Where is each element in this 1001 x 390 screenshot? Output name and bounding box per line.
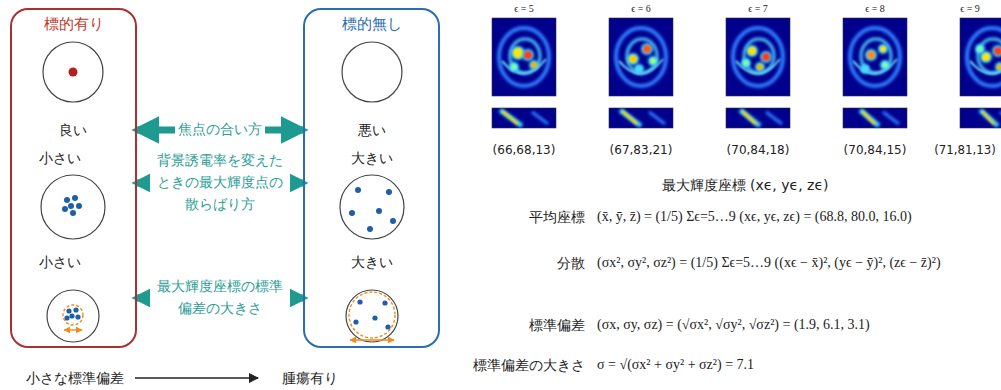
- coordinate-value: (70,84,15): [844, 143, 907, 157]
- heatmap: [609, 18, 673, 128]
- panel-title: ϵ = 5: [514, 3, 534, 15]
- panel-title: ϵ = 6: [631, 3, 651, 15]
- rating-text: 良い: [59, 122, 87, 139]
- box-heading: 標的無し: [305, 15, 438, 34]
- condition-text: 小さな標準偏差: [26, 370, 124, 387]
- formula: (σx, σy, σz) = (√σx², √σy², √σz²) = (1.9…: [597, 317, 870, 334]
- heatmap: [492, 18, 556, 128]
- coordinate-value: (70,84,18): [727, 143, 790, 157]
- formula-name: 平均座標: [529, 209, 585, 226]
- rating-text: 悪い: [358, 122, 386, 139]
- heatmap: [726, 18, 790, 128]
- edge-label: 焦点の合い方: [175, 119, 265, 141]
- edge-label: 最大輝度座標の標準 偏差の大きさ: [150, 276, 290, 319]
- panel-title: ϵ = 7: [748, 3, 768, 15]
- coordinate-value: (71,81,13): [934, 143, 996, 157]
- result-text: 腫瘍有り: [282, 370, 338, 387]
- formula: (x̄, ȳ, z̄) = (1/5) Σϵ=5…9 (xϵ, yϵ, zϵ) …: [597, 209, 912, 226]
- heatmap: [960, 18, 1001, 128]
- formula: (σx², σy², σz²) = (1/5) Σϵ=5…9 ((xϵ − x̄…: [597, 255, 941, 272]
- formula-name: 分散: [557, 255, 585, 272]
- heatmap: [843, 18, 907, 128]
- rating-text: 大きい: [351, 150, 393, 167]
- formula-name: 標準偏差の大きさ: [473, 357, 585, 374]
- focus-circle: [41, 42, 404, 342]
- panel-title: ϵ = 9: [960, 3, 980, 15]
- coordinate-value: (67,83,21): [610, 143, 673, 157]
- group-box: 標的有り: [10, 8, 137, 348]
- rating-text: 小さい: [39, 150, 81, 167]
- target-dot: [69, 68, 78, 77]
- group-box: 標的無し: [303, 8, 440, 348]
- result-arrow: [135, 377, 258, 379]
- box-heading: 標的有り: [12, 15, 135, 34]
- formula-heading: 最大輝度座標 (xϵ, yϵ, zϵ): [662, 177, 829, 194]
- edge-label: 背景誘電率を変えた ときの最大輝度点の 散らばり方: [150, 150, 290, 215]
- rating-text: 大きい: [351, 254, 393, 271]
- formula-name: 標準偏差: [529, 317, 585, 334]
- formula: σ = √(σx² + σy² + σz²) = 7.1: [597, 357, 754, 374]
- rating-text: 小さい: [39, 254, 81, 271]
- panel-title: ϵ = 8: [865, 3, 885, 15]
- coordinate-value: (66,68,13): [493, 143, 556, 157]
